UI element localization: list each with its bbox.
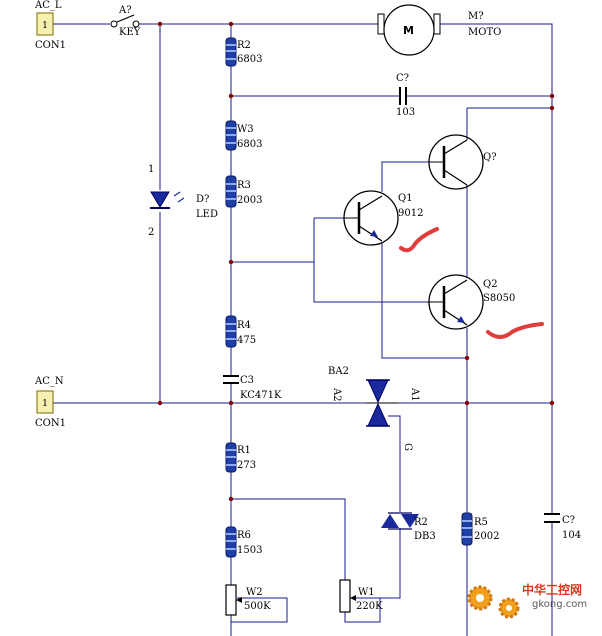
- w2-ref: W2: [246, 587, 263, 598]
- c-right-ref: C?: [562, 515, 575, 526]
- led-pin1: 1: [148, 164, 154, 175]
- w2-value: 500K: [244, 601, 271, 612]
- connector-ac-n[interactable]: AC_N 1 CON1: [34, 376, 66, 429]
- led-pin2: 2: [148, 227, 154, 238]
- r4-ref: R4: [237, 320, 251, 331]
- watermark-text: 中华工控网: [522, 582, 582, 597]
- r4-value: 475: [237, 335, 256, 346]
- led[interactable]: 1 2 D? LED: [148, 164, 218, 238]
- connector-ac-l-name: AC_L: [34, 0, 62, 11]
- pot-w2[interactable]: W2 500K: [225, 584, 271, 616]
- key-switch[interactable]: A? KEY: [110, 5, 141, 38]
- capacitor-top[interactable]: C? 103: [396, 73, 415, 118]
- connector-ac-n-type: CON1: [35, 418, 66, 429]
- capacitor-right[interactable]: C? 104: [544, 513, 581, 541]
- red-annotation-mark-1: [399, 227, 439, 253]
- resistor-r3[interactable]: R3 2003: [225, 175, 262, 208]
- transistor-q1[interactable]: Q1 9012: [343, 190, 423, 246]
- resistor-r5[interactable]: R5 2002: [461, 512, 499, 546]
- r2-value: 6803: [237, 54, 262, 65]
- triac-a1: A1: [409, 387, 420, 402]
- red-annotation-mark-2: [486, 322, 544, 339]
- w3-value: 6803: [237, 139, 262, 150]
- c3-value: KC471K: [240, 390, 282, 401]
- resistor-r2[interactable]: R2 6803: [225, 37, 262, 67]
- w1-value: 220K: [356, 601, 383, 612]
- r1-ref: R1: [237, 445, 251, 456]
- resistor-r1[interactable]: R1 273: [225, 442, 256, 473]
- resistor-w3[interactable]: W3 6803: [225, 120, 262, 151]
- watermark-url: gkong.com: [532, 599, 587, 610]
- triac-ba2[interactable]: BA2 A2 A1 G: [328, 366, 420, 451]
- switch-value: KEY: [119, 27, 141, 38]
- diac-ref: R2: [414, 517, 428, 528]
- triac-gate: G: [402, 443, 413, 451]
- r5-ref: R5: [474, 517, 488, 528]
- r6-value: 1503: [237, 545, 262, 556]
- capacitor-c3[interactable]: C3 KC471K: [223, 375, 282, 401]
- q1-value: 9012: [398, 208, 423, 219]
- junction-dots: [157, 21, 555, 502]
- c-top-ref: C?: [396, 73, 409, 84]
- r3-value: 2003: [237, 195, 262, 206]
- r1-value: 273: [237, 460, 256, 471]
- q2-value: S8050: [483, 293, 515, 304]
- motor-symbol: M: [403, 24, 414, 37]
- motor-ref: M?: [468, 11, 484, 22]
- w1-ref: W1: [358, 587, 375, 598]
- wires: [53, 23, 553, 636]
- led-ref: D?: [196, 194, 209, 205]
- q1-ref: Q1: [398, 193, 413, 204]
- connector-ac-l-type: CON1: [35, 40, 66, 51]
- pot-w1[interactable]: W1 220K: [339, 579, 383, 613]
- c3-ref: C3: [240, 375, 254, 386]
- w3-ref: W3: [237, 124, 254, 135]
- connector-ac-n-pin: 1: [42, 398, 48, 409]
- c-top-value: 103: [396, 107, 415, 118]
- r6-ref: R6: [237, 530, 251, 541]
- connector-ac-l-pin: 1: [42, 20, 48, 31]
- r5-value: 2002: [474, 531, 499, 542]
- transistor-q2[interactable]: Q2 S8050: [427, 274, 515, 330]
- connector-ac-l[interactable]: AC_L 1 CON1: [34, 0, 66, 51]
- connector-ac-n-name: AC_N: [34, 376, 64, 387]
- resistor-r4[interactable]: R4 475: [225, 315, 256, 348]
- motor[interactable]: M M? MOTO: [377, 4, 501, 56]
- q-top-ref: Q?: [483, 152, 497, 163]
- led-value: LED: [196, 209, 218, 220]
- c-right-value: 104: [562, 530, 581, 541]
- triac-ref: BA2: [328, 366, 349, 377]
- diac-value: DB3: [414, 531, 436, 542]
- triac-a2: A2: [331, 387, 342, 402]
- diac-db3[interactable]: R2 DB3: [381, 512, 436, 542]
- watermark: 中华工控网 gkong.com: [467, 582, 587, 619]
- r3-ref: R3: [237, 180, 251, 191]
- motor-value: MOTO: [468, 27, 501, 38]
- transistor-q-top[interactable]: Q?: [428, 134, 497, 190]
- switch-ref: A?: [118, 5, 132, 16]
- r2-ref: R2: [237, 40, 251, 51]
- q2-ref: Q2: [483, 279, 498, 290]
- resistor-r6[interactable]: R6 1503: [225, 526, 262, 558]
